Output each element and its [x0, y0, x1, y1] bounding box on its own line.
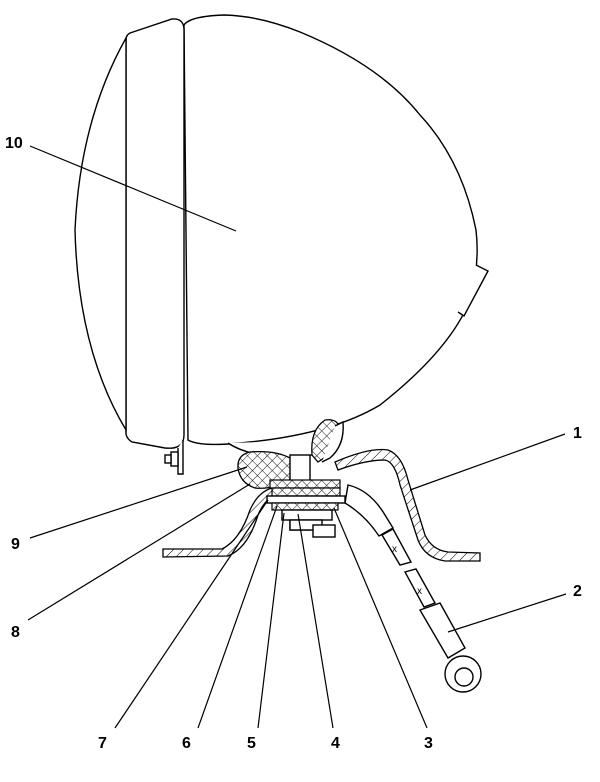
washer-upper [271, 487, 341, 497]
ground-wire-lower [403, 568, 437, 608]
stud-end [312, 524, 336, 538]
ground-wire-sleeve [344, 484, 394, 537]
leader-9 [29, 466, 248, 539]
wire-break-mark: x [417, 586, 422, 597]
leader-10 [29, 145, 237, 232]
callout-7: 7 [98, 735, 107, 752]
callout-6: 6 [182, 735, 191, 752]
cable-terminal-sleeve [418, 602, 466, 659]
washer-lower [271, 502, 339, 511]
callout-1: 1 [573, 425, 582, 442]
callout-2: 2 [573, 583, 582, 600]
wire-break-mark: x [392, 544, 397, 555]
ground-wire-upper [381, 528, 413, 566]
leader-1 [409, 433, 566, 491]
rear-tab [457, 264, 489, 318]
lamp-body [183, 14, 478, 446]
ring-terminal-hole [454, 667, 474, 687]
lamp-lens [74, 35, 127, 433]
spring-washer [266, 495, 346, 504]
leader-5 [257, 512, 285, 729]
insulating-washer [269, 479, 341, 489]
leader-2 [447, 593, 567, 633]
leader-4 [297, 513, 334, 729]
mounting-bracket-right [334, 448, 481, 562]
lamp-rim [125, 18, 185, 449]
callout-8: 8 [11, 624, 20, 641]
rim-nut [170, 451, 179, 467]
leader-6 [197, 505, 278, 729]
leader-7 [114, 499, 269, 729]
callout-10: 10 [5, 135, 23, 152]
leader-lines [27, 145, 567, 729]
leader-8 [27, 483, 251, 621]
cushion-lip [321, 420, 344, 463]
callout-9: 9 [11, 536, 20, 553]
leader-3 [333, 507, 428, 729]
rim-screw [164, 454, 172, 464]
callout-5: 5 [247, 735, 256, 752]
headlamp-housing [74, 14, 489, 475]
flat-washer [281, 509, 333, 521]
callout-3: 3 [424, 735, 433, 752]
callout-4: 4 [331, 735, 340, 752]
